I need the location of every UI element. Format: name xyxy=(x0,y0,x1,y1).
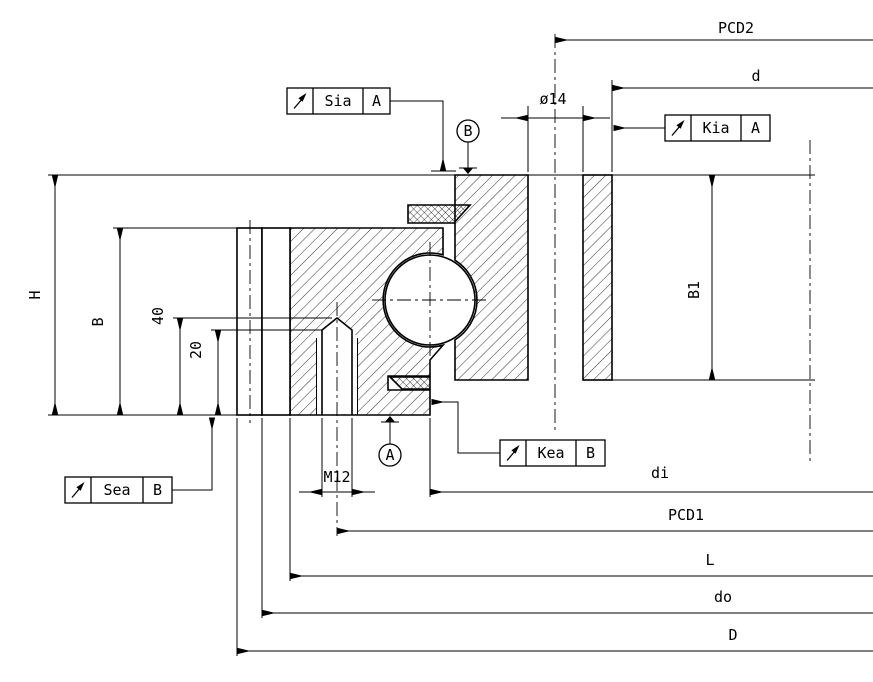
outer-ring-gear-band xyxy=(236,227,263,416)
dim-40: 40 xyxy=(149,307,184,415)
fcf-sea-datum: B xyxy=(153,481,162,499)
dim-label-b: B xyxy=(89,317,107,326)
fcf-kia: Kia A xyxy=(613,114,771,142)
dim-label-do: do xyxy=(714,588,732,606)
dim-label-40: 40 xyxy=(149,307,167,325)
inner-ring-section-left xyxy=(454,174,529,381)
datum-a-label: A xyxy=(385,446,394,464)
dim-m12: M12 xyxy=(299,468,375,496)
m12-hole-outline xyxy=(321,316,353,415)
centerlines xyxy=(249,34,811,536)
dim-label-l: L xyxy=(705,551,714,569)
datum-a-triangle xyxy=(384,416,396,423)
fcf-sia-tolerance: Sia xyxy=(324,92,351,110)
dim-label-hole-dia: ø14 xyxy=(539,90,566,108)
dim-label-pcd1: PCD1 xyxy=(668,506,704,524)
datum-b: B xyxy=(456,119,480,174)
dim-label-di: di xyxy=(651,464,669,482)
dim-label-20: 20 xyxy=(187,341,205,359)
dim-label-b1: B1 xyxy=(685,281,703,299)
dim-label-m12: M12 xyxy=(323,468,350,486)
fcf-sea-tolerance: Sea xyxy=(103,481,130,499)
dim-d-outer: D xyxy=(237,626,873,655)
dim-do: do xyxy=(262,588,873,617)
seal-bottom xyxy=(388,376,431,390)
datum-b-circle xyxy=(456,119,480,143)
inner-ring-section-right xyxy=(582,174,613,381)
m12-hole-void xyxy=(316,318,358,414)
dim-label-h: H xyxy=(26,290,44,299)
fcf-kia-datum: A xyxy=(751,119,760,137)
datum-b-label: B xyxy=(463,122,472,140)
dim-pcd1: PCD1 xyxy=(337,506,873,535)
dim-h: H xyxy=(26,175,59,415)
dim-hole-dia: ø14 xyxy=(501,90,610,122)
fcf-sia-leader xyxy=(390,100,447,171)
datum-b-triangle xyxy=(462,167,474,174)
datum-a-circle xyxy=(378,443,402,467)
dim-label-d-outer: D xyxy=(728,626,737,644)
fcf-kia-tolerance: Kia xyxy=(702,119,729,137)
seal-top xyxy=(407,204,472,224)
outer-ring-flange-band xyxy=(261,227,291,416)
fcf-kea-tolerance: Kea xyxy=(537,444,564,462)
dim-l: L xyxy=(290,551,873,580)
fcf-kea-datum: B xyxy=(586,444,595,462)
fcf-sea: Sea B xyxy=(64,417,216,504)
fcf-sia-datum: A xyxy=(372,92,381,110)
datum-a: A xyxy=(378,416,402,467)
dim-label-pcd2: PCD2 xyxy=(718,19,754,37)
dim-d: d xyxy=(612,67,873,92)
dim-di: di xyxy=(430,464,873,496)
dim-20: 20 xyxy=(187,330,222,415)
fcf-kea-leader xyxy=(431,398,500,454)
dim-label-d: d xyxy=(751,67,760,85)
dim-b: B xyxy=(89,228,124,415)
fcf-sea-leader xyxy=(172,417,216,491)
dim-b1: B1 xyxy=(685,175,716,380)
fcf-kea: Kea B xyxy=(431,398,606,467)
dim-pcd2: PCD2 xyxy=(555,19,873,44)
extension-lines xyxy=(173,80,613,656)
fcf-sia: Sia A xyxy=(286,87,447,171)
